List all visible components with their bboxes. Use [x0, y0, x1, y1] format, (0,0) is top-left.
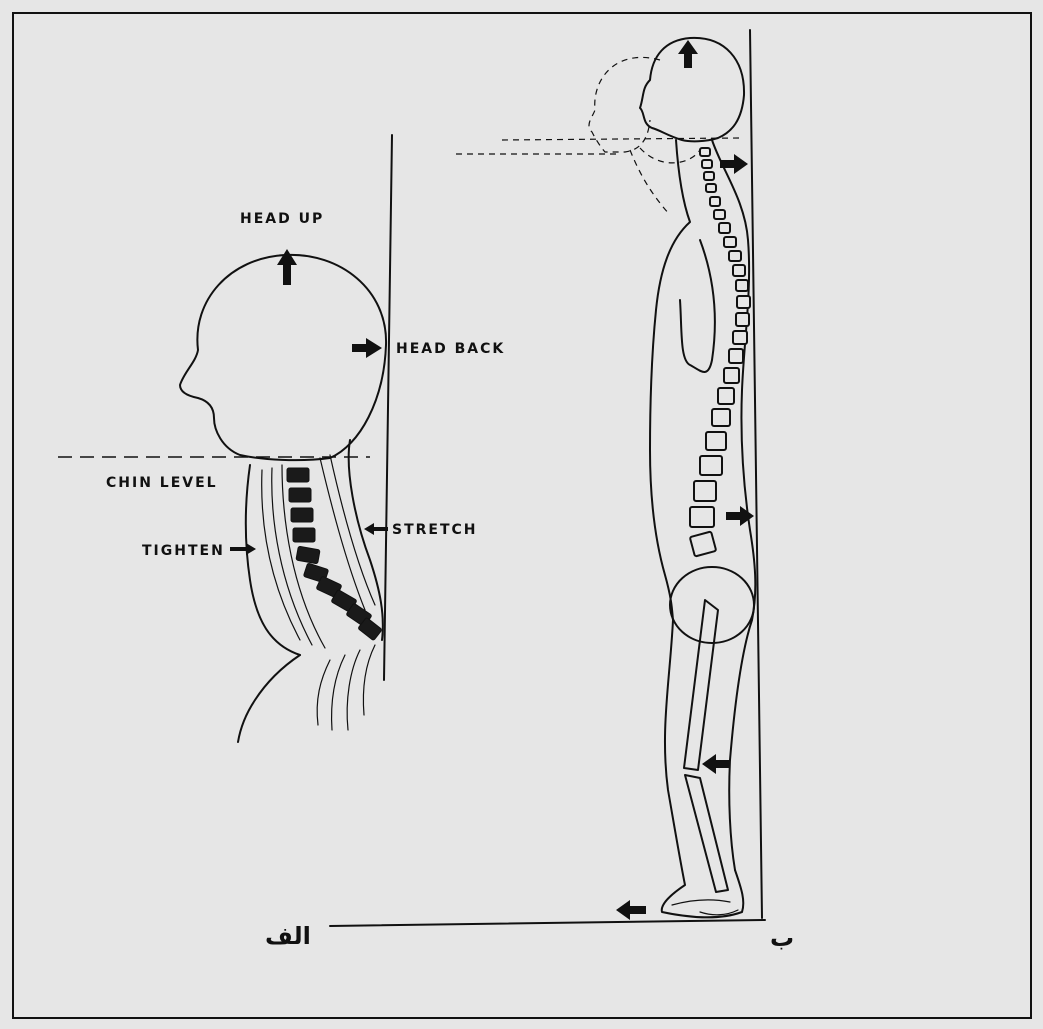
arrow-left-icon: [616, 900, 646, 920]
ghost-neck-outline: [630, 148, 700, 215]
ghost-level-line-1: [502, 138, 740, 140]
trapezius-lines: [317, 645, 375, 730]
wall-line-right: [750, 30, 762, 918]
stretch-label: STRETCH: [392, 522, 478, 538]
tighten-label: TIGHTEN: [142, 543, 225, 559]
arrow-left-icon: [364, 523, 388, 535]
panel-a-head-neck: HEAD UP HEAD BACK CHIN LEVEL STRETCH TIG…: [58, 135, 505, 742]
arrow-up-icon: [678, 40, 698, 68]
panel-b-full-body: [330, 30, 765, 926]
arm-outline: [680, 240, 715, 372]
panel-a-label: الف: [265, 922, 311, 950]
arrow-right-icon: [720, 154, 748, 174]
arrow-right-icon: [352, 338, 382, 358]
floor-line: [330, 920, 765, 926]
shoulder-line: [238, 655, 300, 742]
arrow-right-icon: [230, 543, 256, 555]
head-back-label: HEAD BACK: [396, 341, 505, 357]
foot-outline: [672, 900, 738, 915]
tibia-bone: [685, 775, 728, 892]
ghost-head-outline: [589, 57, 660, 152]
arrow-left-icon: [702, 754, 730, 774]
wall-line-left: [384, 135, 392, 680]
figure-border: [13, 13, 1031, 1018]
femur-bone: [684, 600, 718, 770]
chin-level-label: CHIN LEVEL: [106, 475, 218, 491]
head-up-label: HEAD UP: [240, 211, 324, 227]
head-outline-left: [180, 255, 386, 460]
panel-b-label: ب: [770, 924, 794, 952]
